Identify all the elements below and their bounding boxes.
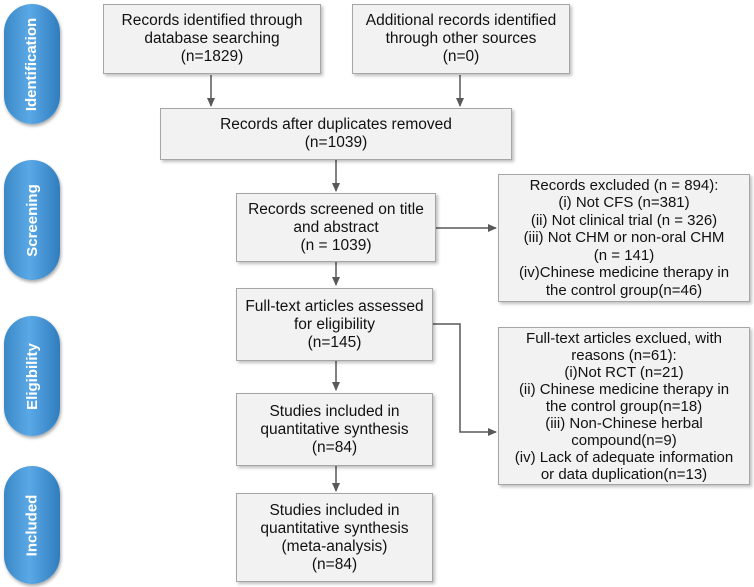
records-excluded-line-1: Records excluded (n = 894): [529,176,719,194]
records-identified-box: Records identified through database sear… [103,4,321,74]
meta-analysis-line-3: (meta-analysis) [281,537,388,555]
after-duplicates-line-1: Records after duplicates removed [220,116,452,133]
full-text-excluded-line-6: (iii) Non-Chinese herbal [545,414,703,432]
additional-records-line-1: Additional records identified [365,12,557,29]
full-text-line-1: Full-text articles assessed [245,297,424,315]
screened-line-2: and abstract [293,218,379,236]
full-text-excluded-line-2: reasons (n=61): [571,346,677,364]
full-text-line-2: for eligibility [294,315,375,333]
additional-records-line-3: (n=0) [442,48,480,65]
screened-line-3: (n = 1039) [300,236,372,254]
records-excluded-line-2: (i) Not CFS (n=381) [558,194,690,212]
records-identified-line-2: database searching [144,30,280,47]
records-identified-line-1: Records identified through [121,12,303,29]
full-text-excluded-line-7: compound(n=9) [571,431,677,449]
meta-analysis-line-4: (n=84) [311,555,358,573]
records-excluded-line-6: (iv)Chinese medicine therapy in [518,264,730,282]
stage-screening: Screening [4,160,60,280]
full-text-excluded-box: Full-text articles exclued, with reasons… [498,327,750,485]
full-text-excluded-line-3: (i)Not RCT (n=21) [564,363,684,381]
stage-included: Included [4,466,60,584]
meta-analysis-line-1: Studies included in [269,501,400,519]
meta-analysis-line-2: quantitative synthesis [260,519,409,537]
after-duplicates-line-2: (n=1039) [304,134,368,151]
records-excluded-box: Records excluded (n = 894): (i) Not CFS … [498,174,750,302]
after-duplicates-box: Records after duplicates removed (n=1039… [160,108,512,160]
stage-eligibility: Eligibility [4,316,60,436]
additional-records-line-2: through other sources [385,30,537,47]
meta-analysis-box: Studies included in quantitative synthes… [236,493,433,582]
full-text-excluded-line-5: the control group(n=18) [545,397,703,415]
quantitative-synthesis-box: Studies included in quantitative synthes… [236,393,433,466]
full-text-excluded-line-8: (iv) Lack of adequate information [514,448,734,466]
full-text-excluded-line-1: Full-text articles exclued, with [526,329,722,347]
full-text-box: Full-text articles assessed for eligibil… [236,288,433,361]
arrow-fulltext-to-fulltext-excluded [433,323,497,436]
records-excluded-line-3: (ii) Not clinical trial (n = 326) [530,211,718,229]
full-text-line-3: (n=145) [307,333,362,351]
quantitative-line-1: Studies included in [269,402,400,420]
records-identified-line-3: (n=1829) [180,48,244,65]
screened-line-1: Records screened on title [248,200,424,218]
records-excluded-line-5: (n = 141) [593,246,655,264]
stage-identification: Identification [4,4,60,124]
screened-box: Records screened on title and abstract (… [236,193,436,262]
full-text-excluded-line-4: (ii) Chinese medicine therapy in [518,380,730,398]
records-excluded-line-7: the control group(n=46) [545,281,703,299]
full-text-excluded-line-9: or data duplication(n=13) [540,465,708,483]
records-excluded-line-4: (iii) Not CHM or non-oral CHM [523,229,725,247]
quantitative-line-2: quantitative synthesis [260,420,409,438]
additional-records-box: Additional records identified through ot… [352,4,570,74]
quantitative-line-3: (n=84) [311,438,358,456]
